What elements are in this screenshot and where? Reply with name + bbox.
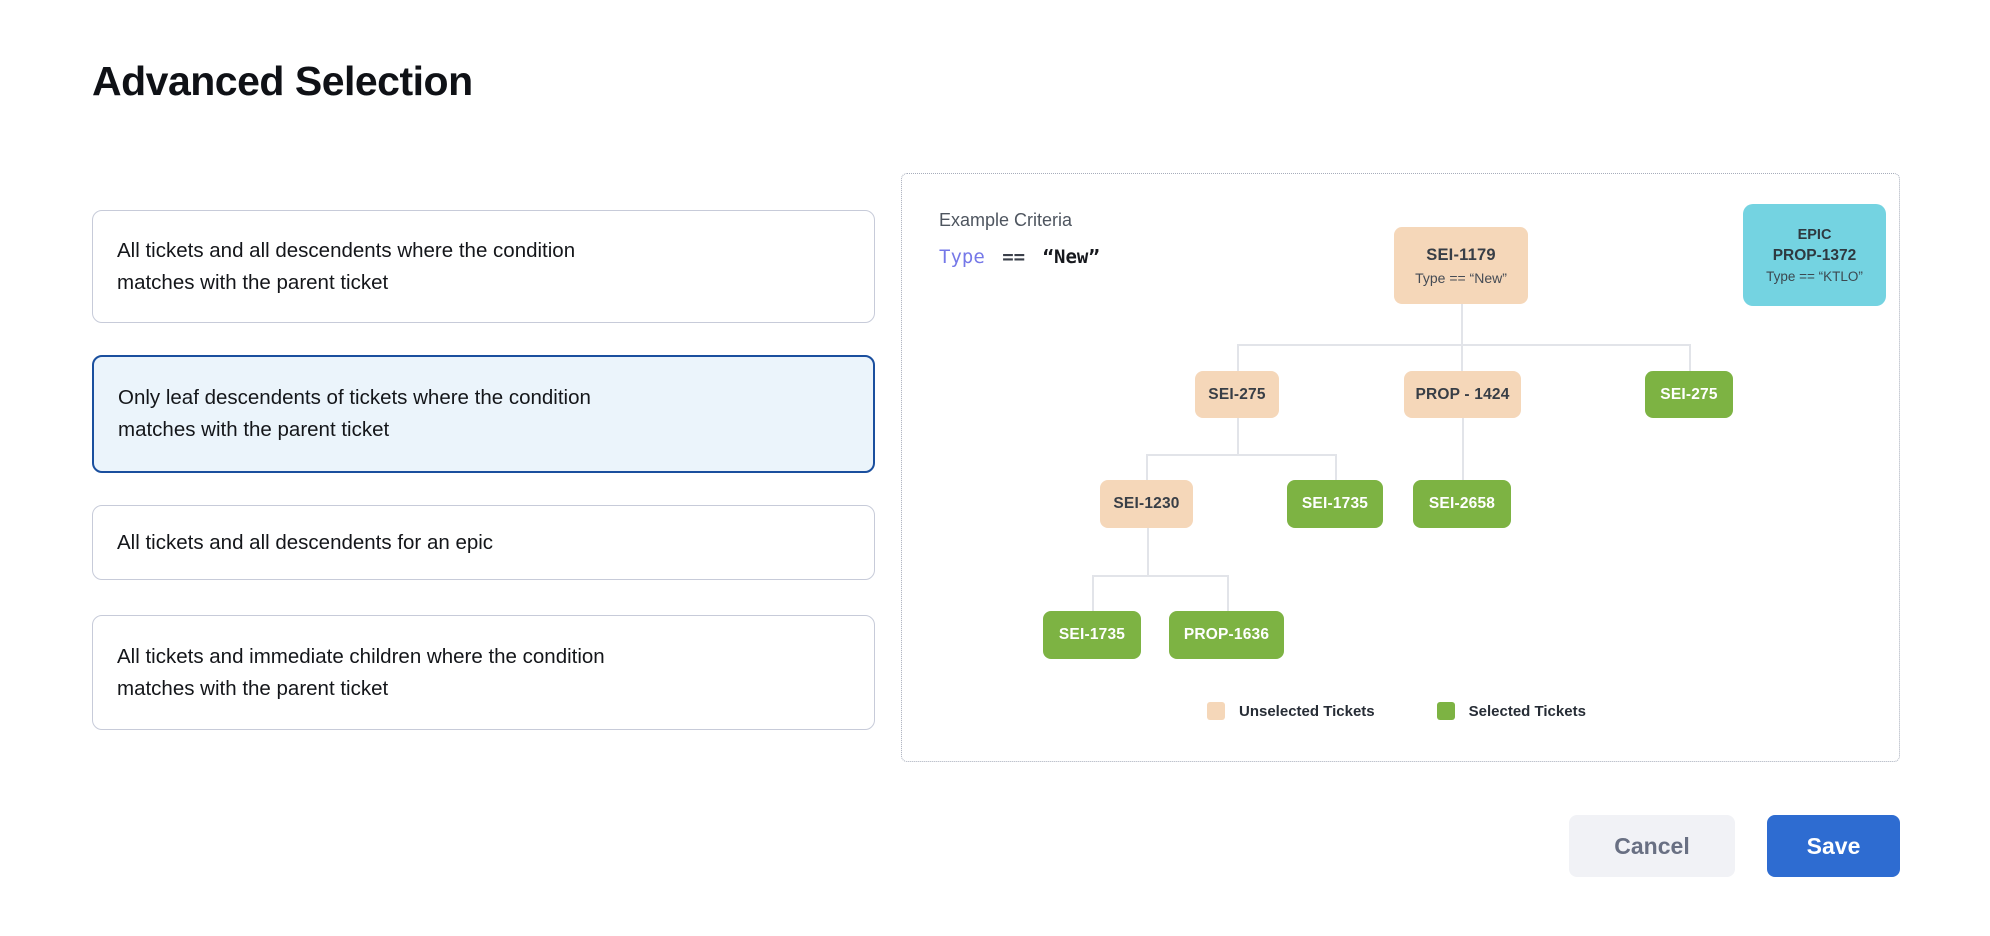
tree-connector xyxy=(1462,418,1464,480)
option-label: Only leaf descendents of tickets where t… xyxy=(118,386,591,441)
node-id: SEI-2658 xyxy=(1428,495,1496,512)
tree-node-sei-1230: SEI-1230 xyxy=(1100,480,1193,528)
tree-node-prop-1424: PROP - 1424 xyxy=(1404,371,1521,418)
legend-item-unselected: Unselected Tickets xyxy=(1207,702,1375,720)
tree-connector xyxy=(1461,304,1463,371)
option-only-leaf-descendents[interactable]: Only leaf descendents of tickets where t… xyxy=(92,355,875,473)
node-id: PROP - 1424 xyxy=(1415,385,1510,403)
tree-node-sei-1735-mid: SEI-1735 xyxy=(1287,480,1383,528)
node-id: SEI-275 xyxy=(1208,385,1266,403)
criteria-field: Type xyxy=(939,246,985,268)
option-label: All tickets and immediate children where… xyxy=(117,644,605,700)
tree-connector xyxy=(1237,418,1239,454)
tree-connector xyxy=(1237,344,1689,346)
option-all-descendents-epic[interactable]: All tickets and all descendents for an e… xyxy=(92,505,875,580)
node-id: PROP-1636 xyxy=(1183,626,1270,643)
page-title: Advanced Selection xyxy=(92,58,473,104)
tree-connector xyxy=(1146,454,1148,480)
tree-connector xyxy=(1092,575,1227,577)
example-criteria-expression: Type == “New” xyxy=(939,246,1100,268)
unselected-swatch-icon xyxy=(1207,702,1225,720)
node-id: SEI-1735 xyxy=(1301,495,1369,512)
node-condition: Type == “New” xyxy=(1415,269,1507,286)
example-criteria-heading: Example Criteria xyxy=(939,210,1073,230)
tree-connector xyxy=(1335,454,1337,480)
epic-card: EPIC PROP-1372 Type == “KTLO” xyxy=(1743,204,1886,306)
option-all-descendents-condition[interactable]: All tickets and all descendents where th… xyxy=(92,210,875,323)
example-panel: Example Criteria Type == “New” SEI-1179 … xyxy=(901,173,1900,762)
cancel-button[interactable]: Cancel xyxy=(1569,815,1735,877)
tree-connector xyxy=(1092,575,1094,611)
criteria-value: “New” xyxy=(1042,246,1100,268)
option-label: All tickets and all descendents where th… xyxy=(117,238,576,294)
tree-connector xyxy=(1227,575,1229,611)
tree-node-sei-1735-leaf: SEI-1735 xyxy=(1043,611,1141,659)
node-id: SEI-275 xyxy=(1660,385,1718,403)
tree-connector xyxy=(1689,344,1691,371)
tree-node-sei-2658: SEI-2658 xyxy=(1413,480,1511,528)
node-id: SEI-1735 xyxy=(1058,626,1126,643)
tree-node-sei-1179: SEI-1179 Type == “New” xyxy=(1394,227,1528,304)
option-label: All tickets and all descendents for an e… xyxy=(117,530,494,554)
tree-connector xyxy=(1237,344,1239,371)
legend: Unselected Tickets Selected Tickets xyxy=(1207,702,1586,720)
node-id: SEI-1179 xyxy=(1426,245,1496,264)
epic-type-label: EPIC xyxy=(1797,226,1832,243)
tree-node-sei-275-unselected: SEI-275 xyxy=(1195,371,1279,418)
tree-connector xyxy=(1146,454,1335,456)
epic-condition: Type == “KTLO” xyxy=(1766,268,1863,284)
criteria-operator: == xyxy=(1002,246,1026,268)
legend-item-selected: Selected Tickets xyxy=(1436,702,1586,720)
tree-node-prop-1636: PROP-1636 xyxy=(1169,611,1284,659)
epic-id: PROP-1372 xyxy=(1772,246,1857,264)
node-id: SEI-1230 xyxy=(1113,495,1180,512)
selected-swatch-icon xyxy=(1436,702,1455,720)
option-immediate-children[interactable]: All tickets and immediate children where… xyxy=(92,615,875,730)
legend-label: Unselected Tickets xyxy=(1239,702,1375,720)
save-button[interactable]: Save xyxy=(1767,815,1900,877)
tree-node-sei-275-selected: SEI-275 xyxy=(1645,371,1733,418)
tree-connector xyxy=(1147,528,1149,575)
legend-label: Selected Tickets xyxy=(1468,702,1586,720)
